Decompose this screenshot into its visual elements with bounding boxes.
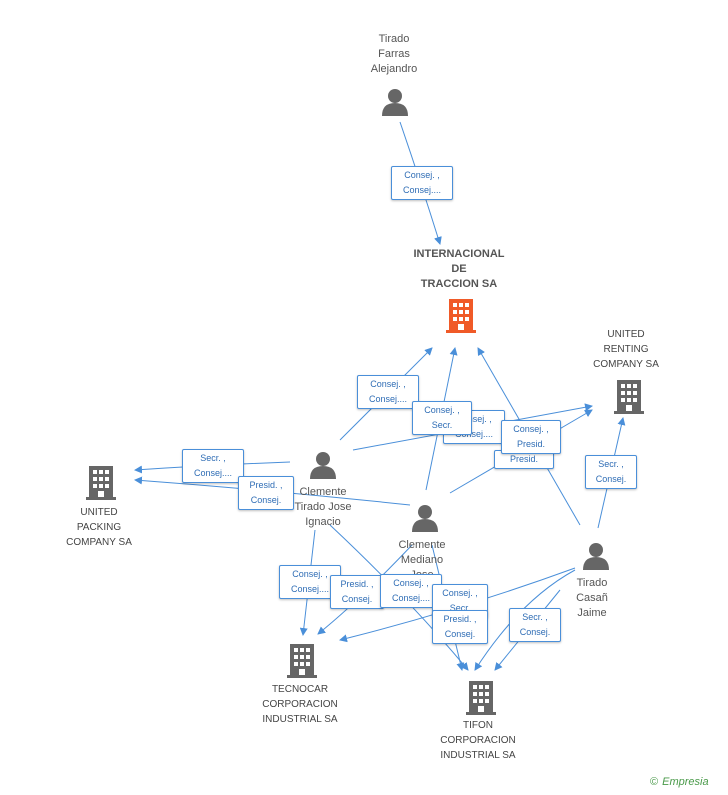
- edge-label[interactable]: Presid. , Consej.: [432, 610, 488, 644]
- company-label-united-packing: UNITED PACKING COMPANY SA: [66, 507, 132, 548]
- person-icon[interactable]: [381, 88, 409, 116]
- edge-label[interactable]: Consej. , Presid.: [501, 420, 561, 454]
- person-icon[interactable]: [309, 451, 337, 479]
- edge-label[interactable]: Secr. , Consej.: [509, 608, 561, 642]
- footer-brand[interactable]: ©Empresia: [650, 776, 709, 788]
- company-label-united-renting: UNITED RENTING COMPANY SA: [593, 329, 659, 370]
- brand-logo: Empresia: [662, 776, 709, 788]
- building-icon[interactable]: [466, 681, 496, 715]
- company-label-tecnocar: TECNOCAR CORPORACION INDUSTRIAL SA: [262, 684, 338, 725]
- edge-label[interactable]: Consej. , Consej....: [391, 166, 453, 200]
- building-icon-main[interactable]: [446, 299, 476, 333]
- building-icon[interactable]: [614, 380, 644, 414]
- company-label-tifon: TIFON CORPORACION INDUSTRIAL SA: [440, 720, 516, 761]
- edge-label[interactable]: Secr. , Consej....: [182, 449, 244, 483]
- company-label-internacional: INTERNACIONAL DE TRACCION SA: [413, 248, 505, 290]
- person-label-tirado-farras: Tirado Farras Alejandro: [370, 33, 418, 75]
- person-icon[interactable]: [582, 542, 610, 570]
- building-icon[interactable]: [86, 466, 116, 500]
- edge-label[interactable]: Consej. , Secr.: [412, 401, 472, 435]
- building-icon[interactable]: [287, 644, 317, 678]
- person-icon[interactable]: [411, 504, 439, 532]
- edge-label[interactable]: Consej. , Consej....: [357, 375, 419, 409]
- copyright-icon: ©: [650, 776, 659, 788]
- edge-label[interactable]: Presid. , Consej.: [238, 476, 294, 510]
- person-label-tirado-casan: Tirado Casañ Jaime: [576, 577, 608, 619]
- edge-label[interactable]: Presid. , Consej.: [330, 575, 384, 609]
- edge-label[interactable]: Secr. , Consej.: [585, 455, 637, 489]
- person-label-clemente-tirado: Clemente Tirado Jose Ignacio: [294, 486, 352, 528]
